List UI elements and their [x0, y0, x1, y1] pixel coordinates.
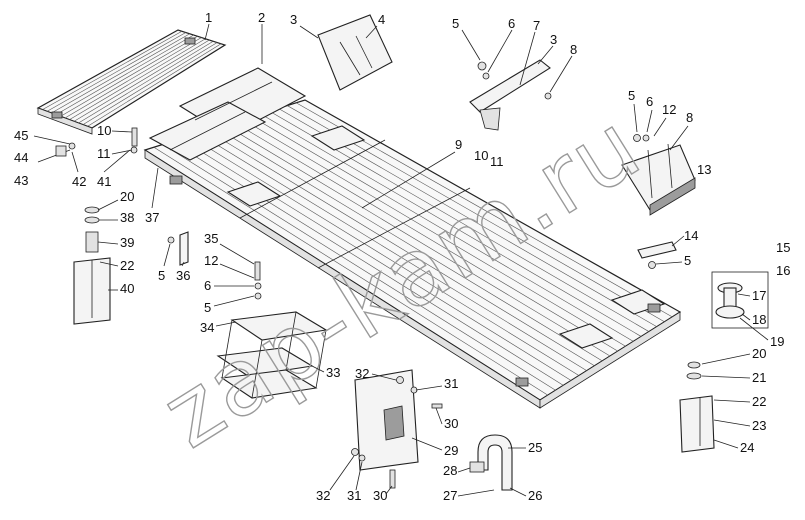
- callout-1: 1: [205, 10, 212, 25]
- callout-23: 23: [752, 418, 766, 433]
- callout-13: 13: [697, 162, 711, 177]
- callout-19: 19: [770, 334, 784, 349]
- callout-37: 37: [145, 210, 159, 225]
- callout-16: 16: [776, 263, 790, 278]
- callout-6-a: 6: [508, 16, 515, 31]
- callout-38: 38: [120, 210, 134, 225]
- callout-18: 18: [752, 312, 766, 327]
- callout-33: 33: [326, 365, 340, 380]
- floor-panel: [36, 29, 227, 135]
- callout-15: 15: [776, 240, 790, 255]
- callout-20-b: 20: [752, 346, 766, 361]
- callout-2: 2: [258, 10, 265, 25]
- callout-24: 24: [740, 440, 754, 455]
- callout-35: 35: [204, 231, 218, 246]
- callout-22-b: 22: [752, 394, 766, 409]
- callout-21: 21: [752, 370, 766, 385]
- callout-6-c: 6: [204, 278, 211, 293]
- callout-43: 43: [14, 173, 28, 188]
- callout-22-a: 22: [120, 258, 134, 273]
- bolt-set-left: [37, 142, 76, 163]
- mudguard-right: [621, 134, 696, 216]
- callout-25: 25: [528, 440, 542, 455]
- callout-31-a: 31: [444, 376, 458, 391]
- callout-6-b: 6: [646, 94, 653, 109]
- callout-4: 4: [378, 12, 385, 27]
- callout-12-a: 12: [662, 102, 676, 117]
- callout-10-a: 10: [474, 148, 488, 163]
- callout-44: 44: [14, 150, 28, 165]
- callout-3-top: 3: [290, 12, 297, 27]
- callout-42: 42: [72, 174, 86, 189]
- spring-stack: [73, 206, 111, 325]
- callout-28: 28: [443, 463, 457, 478]
- bolt-10-11: [130, 127, 138, 154]
- u-clamp: [469, 434, 513, 491]
- frame-box: [216, 311, 328, 399]
- platform-deck: [143, 99, 682, 409]
- callout-12-b: 12: [204, 253, 218, 268]
- callout-8-a: 8: [570, 42, 577, 57]
- callout-5-a: 5: [452, 16, 459, 31]
- support-leg: [711, 271, 769, 329]
- callout-5-e: 5: [684, 253, 691, 268]
- callout-27: 27: [443, 488, 457, 503]
- callout-45: 45: [14, 128, 28, 143]
- callout-30-b: 30: [373, 488, 387, 503]
- callout-8-b: 8: [686, 110, 693, 125]
- callout-20-a: 20: [120, 189, 134, 204]
- callout-29: 29: [444, 443, 458, 458]
- mudguard-bracket: [469, 59, 552, 131]
- callout-40: 40: [120, 281, 134, 296]
- callout-30-a: 30: [444, 416, 458, 431]
- bracket-top: [317, 14, 393, 91]
- callout-34: 34: [200, 320, 214, 335]
- bracket-right-stack: [679, 361, 715, 453]
- hitch-bracket: [351, 369, 443, 489]
- plate-36: [167, 231, 189, 266]
- callout-5-c: 5: [204, 300, 211, 315]
- callout-32-a: 32: [355, 366, 369, 381]
- callout-7: 7: [533, 18, 540, 33]
- callout-11-a: 11: [490, 154, 504, 169]
- callout-39: 39: [120, 235, 134, 250]
- callout-11-b: 11: [97, 146, 111, 161]
- callout-5-d: 5: [158, 268, 165, 283]
- plate-14: [637, 241, 677, 269]
- callout-17: 17: [752, 288, 766, 303]
- callout-5-b: 5: [628, 88, 635, 103]
- callout-3-mid: 3: [550, 32, 557, 47]
- callout-10-b: 10: [97, 123, 111, 138]
- callout-31-b: 31: [347, 488, 361, 503]
- callout-14: 14: [684, 228, 698, 243]
- callout-labels: 1 2 3 4 5 6 7 3 8 5 6 12 8 13 9 10 11 45…: [14, 10, 790, 503]
- callout-9: 9: [455, 137, 462, 152]
- callout-26: 26: [528, 488, 542, 503]
- bolt-stack-35: [254, 261, 262, 300]
- callout-36: 36: [176, 268, 190, 283]
- callout-32-b: 32: [316, 488, 330, 503]
- callout-41: 41: [97, 174, 111, 189]
- subframe: [148, 67, 307, 161]
